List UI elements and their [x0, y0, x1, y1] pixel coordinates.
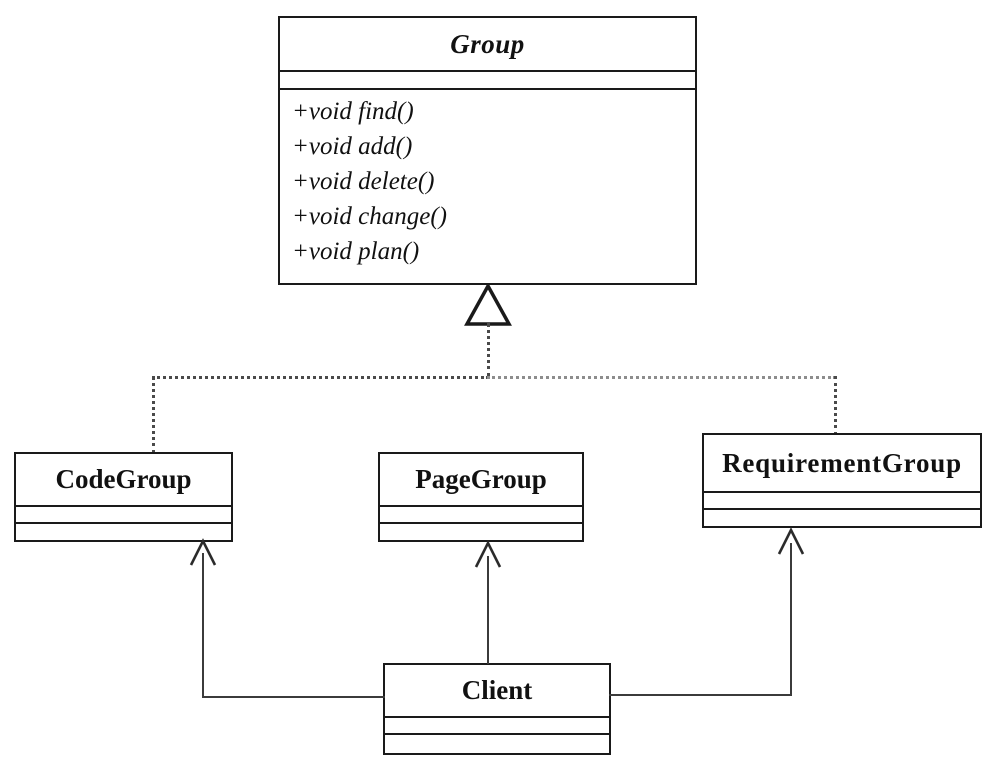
class-name-compartment-client: Client — [385, 665, 609, 716]
class-operations-compartment-requirementgroup — [704, 508, 980, 526]
class-box-group[interactable]: Group +void find() +void add() +void del… — [278, 16, 697, 285]
class-operations-compartment-client — [385, 733, 609, 753]
class-operation: +void plan() — [292, 238, 420, 265]
realization-bus-left — [152, 376, 489, 379]
class-operation: +void find() — [292, 98, 414, 125]
class-operations-compartment-pagegroup — [380, 522, 582, 540]
open-arrowhead-codegroup — [186, 538, 220, 568]
class-name-group: Group — [450, 28, 525, 59]
open-arrow-icon — [189, 538, 217, 566]
realization-stem-vertical — [487, 323, 490, 377]
class-attributes-compartment-pagegroup — [380, 505, 582, 522]
open-arrow-icon — [474, 540, 502, 568]
open-arrowhead-pagegroup — [471, 540, 505, 570]
class-operation: +void add() — [292, 133, 413, 160]
realization-bus-right — [487, 376, 836, 379]
class-attributes-compartment-requirementgroup — [704, 491, 980, 508]
class-attributes-compartment-client — [385, 716, 609, 733]
class-box-client[interactable]: Client — [383, 663, 611, 755]
association-client-requirementgroup-horizontal — [609, 694, 791, 696]
class-name-requirementgroup: RequirementGroup — [722, 447, 962, 478]
class-attributes-compartment-codegroup — [16, 505, 231, 522]
class-operation: +void change() — [292, 203, 448, 230]
class-box-codegroup[interactable]: CodeGroup — [14, 452, 233, 542]
class-name-client: Client — [461, 675, 533, 705]
class-name-pagegroup: PageGroup — [415, 464, 547, 494]
association-client-pagegroup-vertical — [487, 556, 489, 664]
class-attributes-compartment-group — [280, 70, 695, 88]
association-client-codegroup-horizontal — [203, 696, 385, 698]
open-arrow-icon — [777, 527, 805, 555]
hollow-triangle-arrowhead-group — [463, 282, 513, 328]
realization-drop-codegroup — [152, 376, 155, 454]
class-box-pagegroup[interactable]: PageGroup — [378, 452, 584, 542]
class-box-requirementgroup[interactable]: RequirementGroup — [702, 433, 982, 528]
class-name-compartment-pagegroup: PageGroup — [380, 454, 582, 505]
open-arrowhead-requirementgroup — [774, 527, 808, 557]
class-operations-compartment-group: +void find() +void add() +void delete() … — [280, 88, 695, 283]
class-name-compartment-codegroup: CodeGroup — [16, 454, 231, 505]
class-name-compartment-group: Group — [280, 18, 695, 70]
class-operations-compartment-codegroup — [16, 522, 231, 540]
class-name-compartment-requirementgroup: RequirementGroup — [704, 435, 980, 491]
class-operation: +void delete() — [292, 168, 435, 195]
class-name-codegroup: CodeGroup — [55, 464, 192, 494]
hollow-triangle-icon — [464, 282, 512, 326]
association-client-codegroup-vertical — [202, 553, 204, 698]
realization-drop-requirementgroup — [834, 376, 837, 435]
association-client-requirementgroup-vertical — [790, 543, 792, 696]
